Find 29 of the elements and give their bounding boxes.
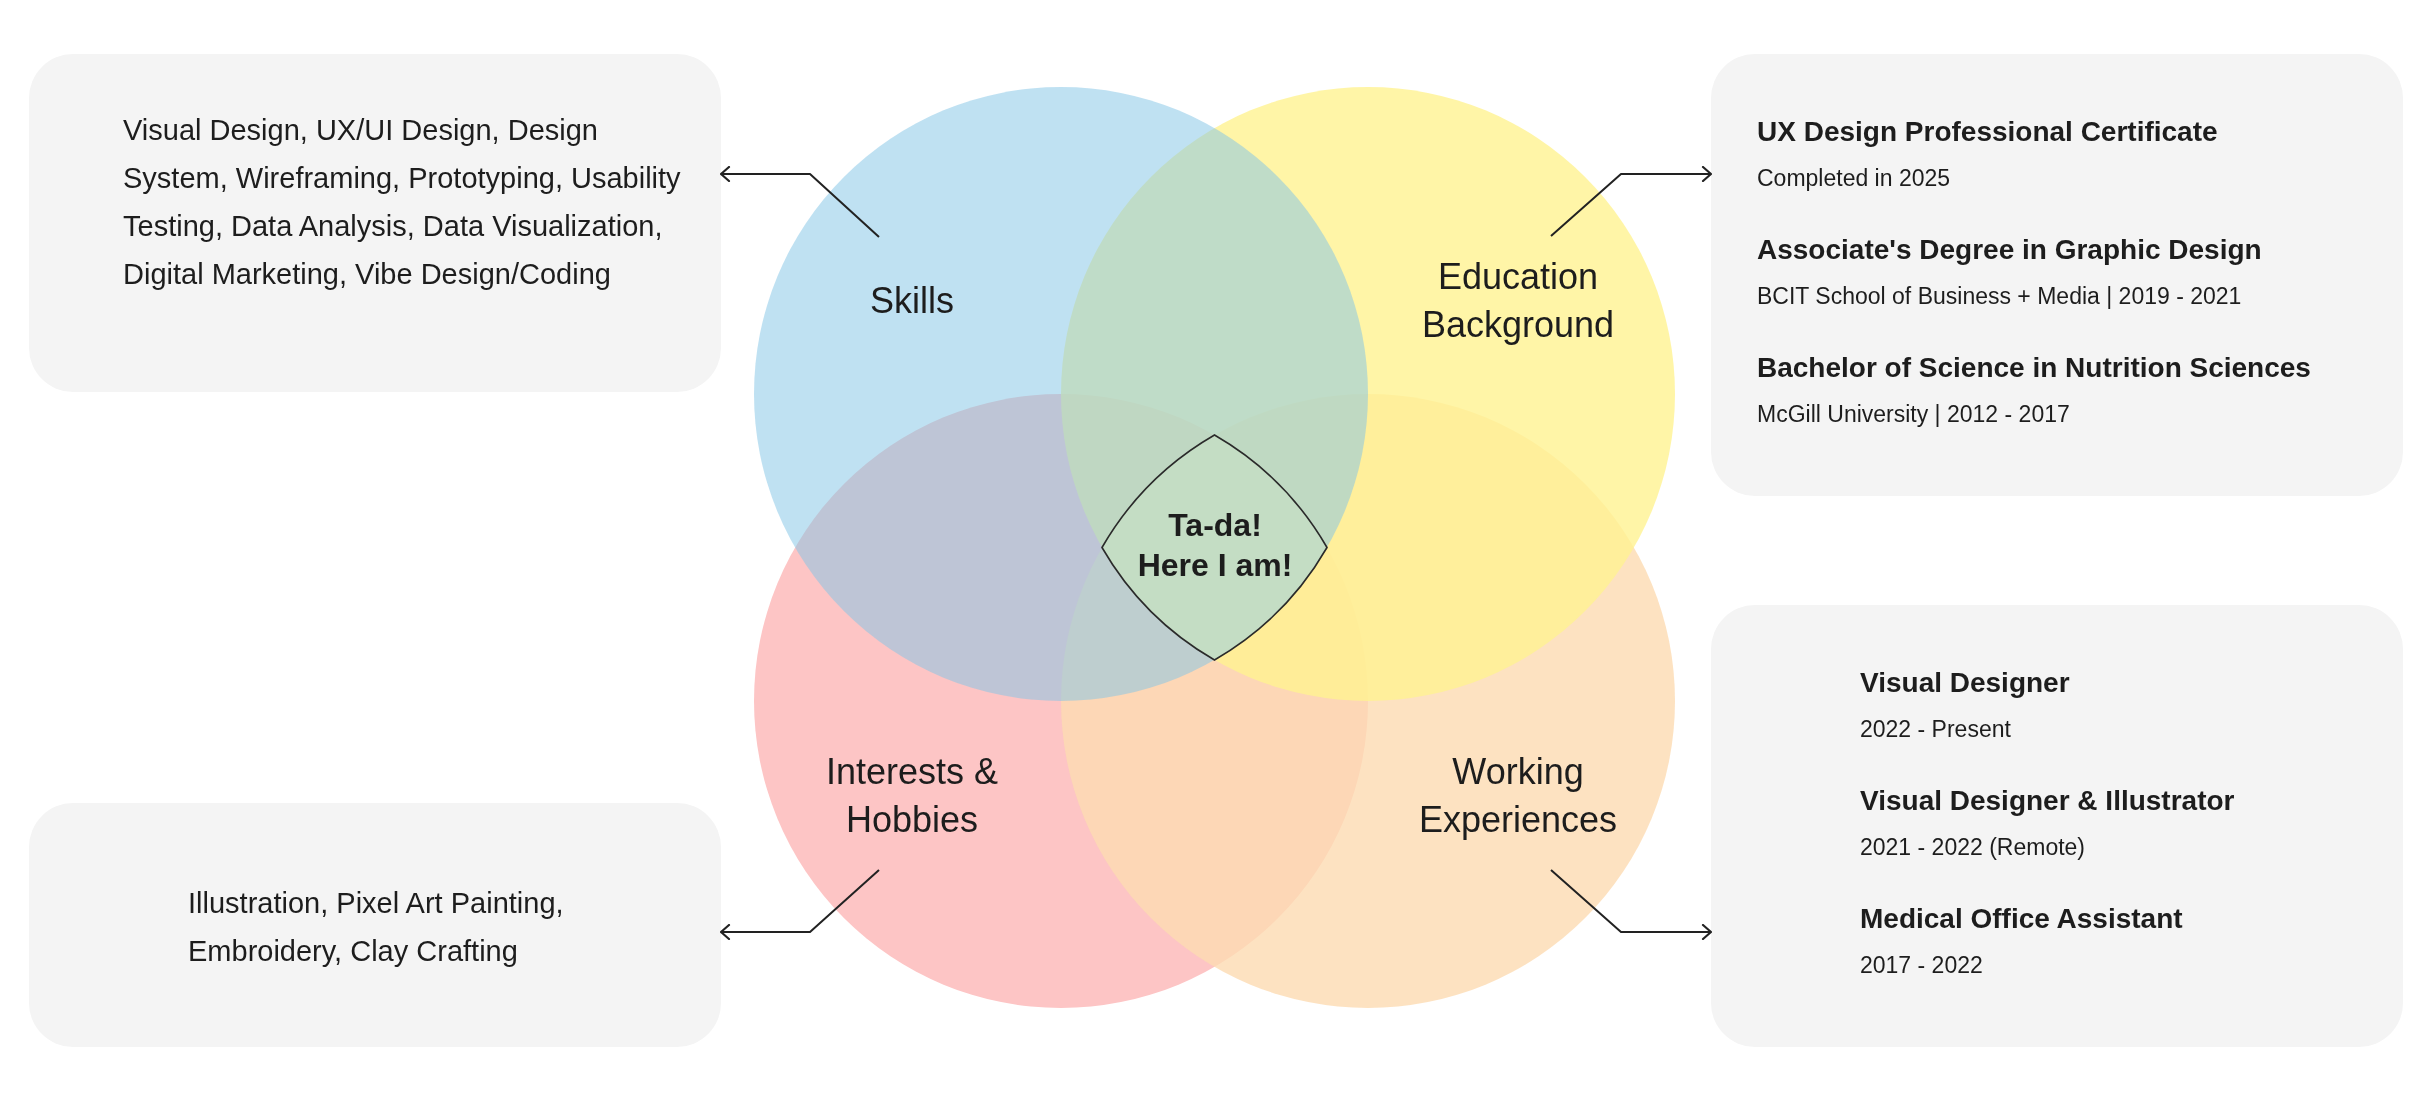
info-card — [1711, 605, 2403, 1047]
center-label: Ta-da! Here I am! — [1136, 506, 1294, 585]
entry-detail: BCIT School of Business + Media | 2019 - 2021 — [1757, 282, 2243, 311]
leader-arrow — [1550, 165, 1713, 237]
entry-title: Medical Office Assistant — [1860, 902, 2184, 936]
info-card — [29, 803, 721, 1047]
leader-arrow — [719, 165, 880, 238]
entry-detail: 2022 - Present — [1860, 715, 2012, 744]
entry-detail: 2021 - 2022 (Remote) — [1860, 833, 2086, 862]
circle-label: Working Experiences — [1417, 750, 1619, 842]
circle-label: Interests & Hobbies — [824, 750, 1000, 842]
entry-detail: Completed in 2025 — [1757, 164, 1952, 193]
hobby-list-text: Illustration, Pixel Art Painting, Embroidery, Clay Crafting — [188, 886, 565, 969]
entry-detail: 2017 - 2022 — [1860, 951, 1984, 980]
entry-title: Associate's Degree in Graphic Design — [1757, 233, 2263, 267]
info-card — [29, 54, 721, 392]
center-intersection-shape — [1102, 435, 1327, 660]
venn-circle — [754, 87, 1368, 701]
entry-title: Visual Designer & Illustrator — [1860, 784, 2236, 818]
skill-list-text: Visual Design, UX/UI Design, Design System, Wireframing, Prototyping, Usability Testing, Data Analysis, Data Visualization, Digital Marketing, Vibe Design/Coding — [123, 113, 682, 292]
entry-title: Bachelor of Science in Nutrition Sciences — [1757, 351, 2312, 385]
entry-detail: McGill University | 2012 - 2017 — [1757, 400, 2071, 429]
leader-arrow — [1550, 869, 1713, 941]
circle-label: Skills — [869, 279, 955, 323]
circle-label: Education Background — [1420, 255, 1616, 347]
info-card — [1711, 54, 2403, 496]
entry-title: Visual Designer — [1860, 666, 2071, 700]
leader-arrow — [719, 869, 880, 941]
entry-title: UX Design Professional Certificate — [1757, 115, 2219, 149]
